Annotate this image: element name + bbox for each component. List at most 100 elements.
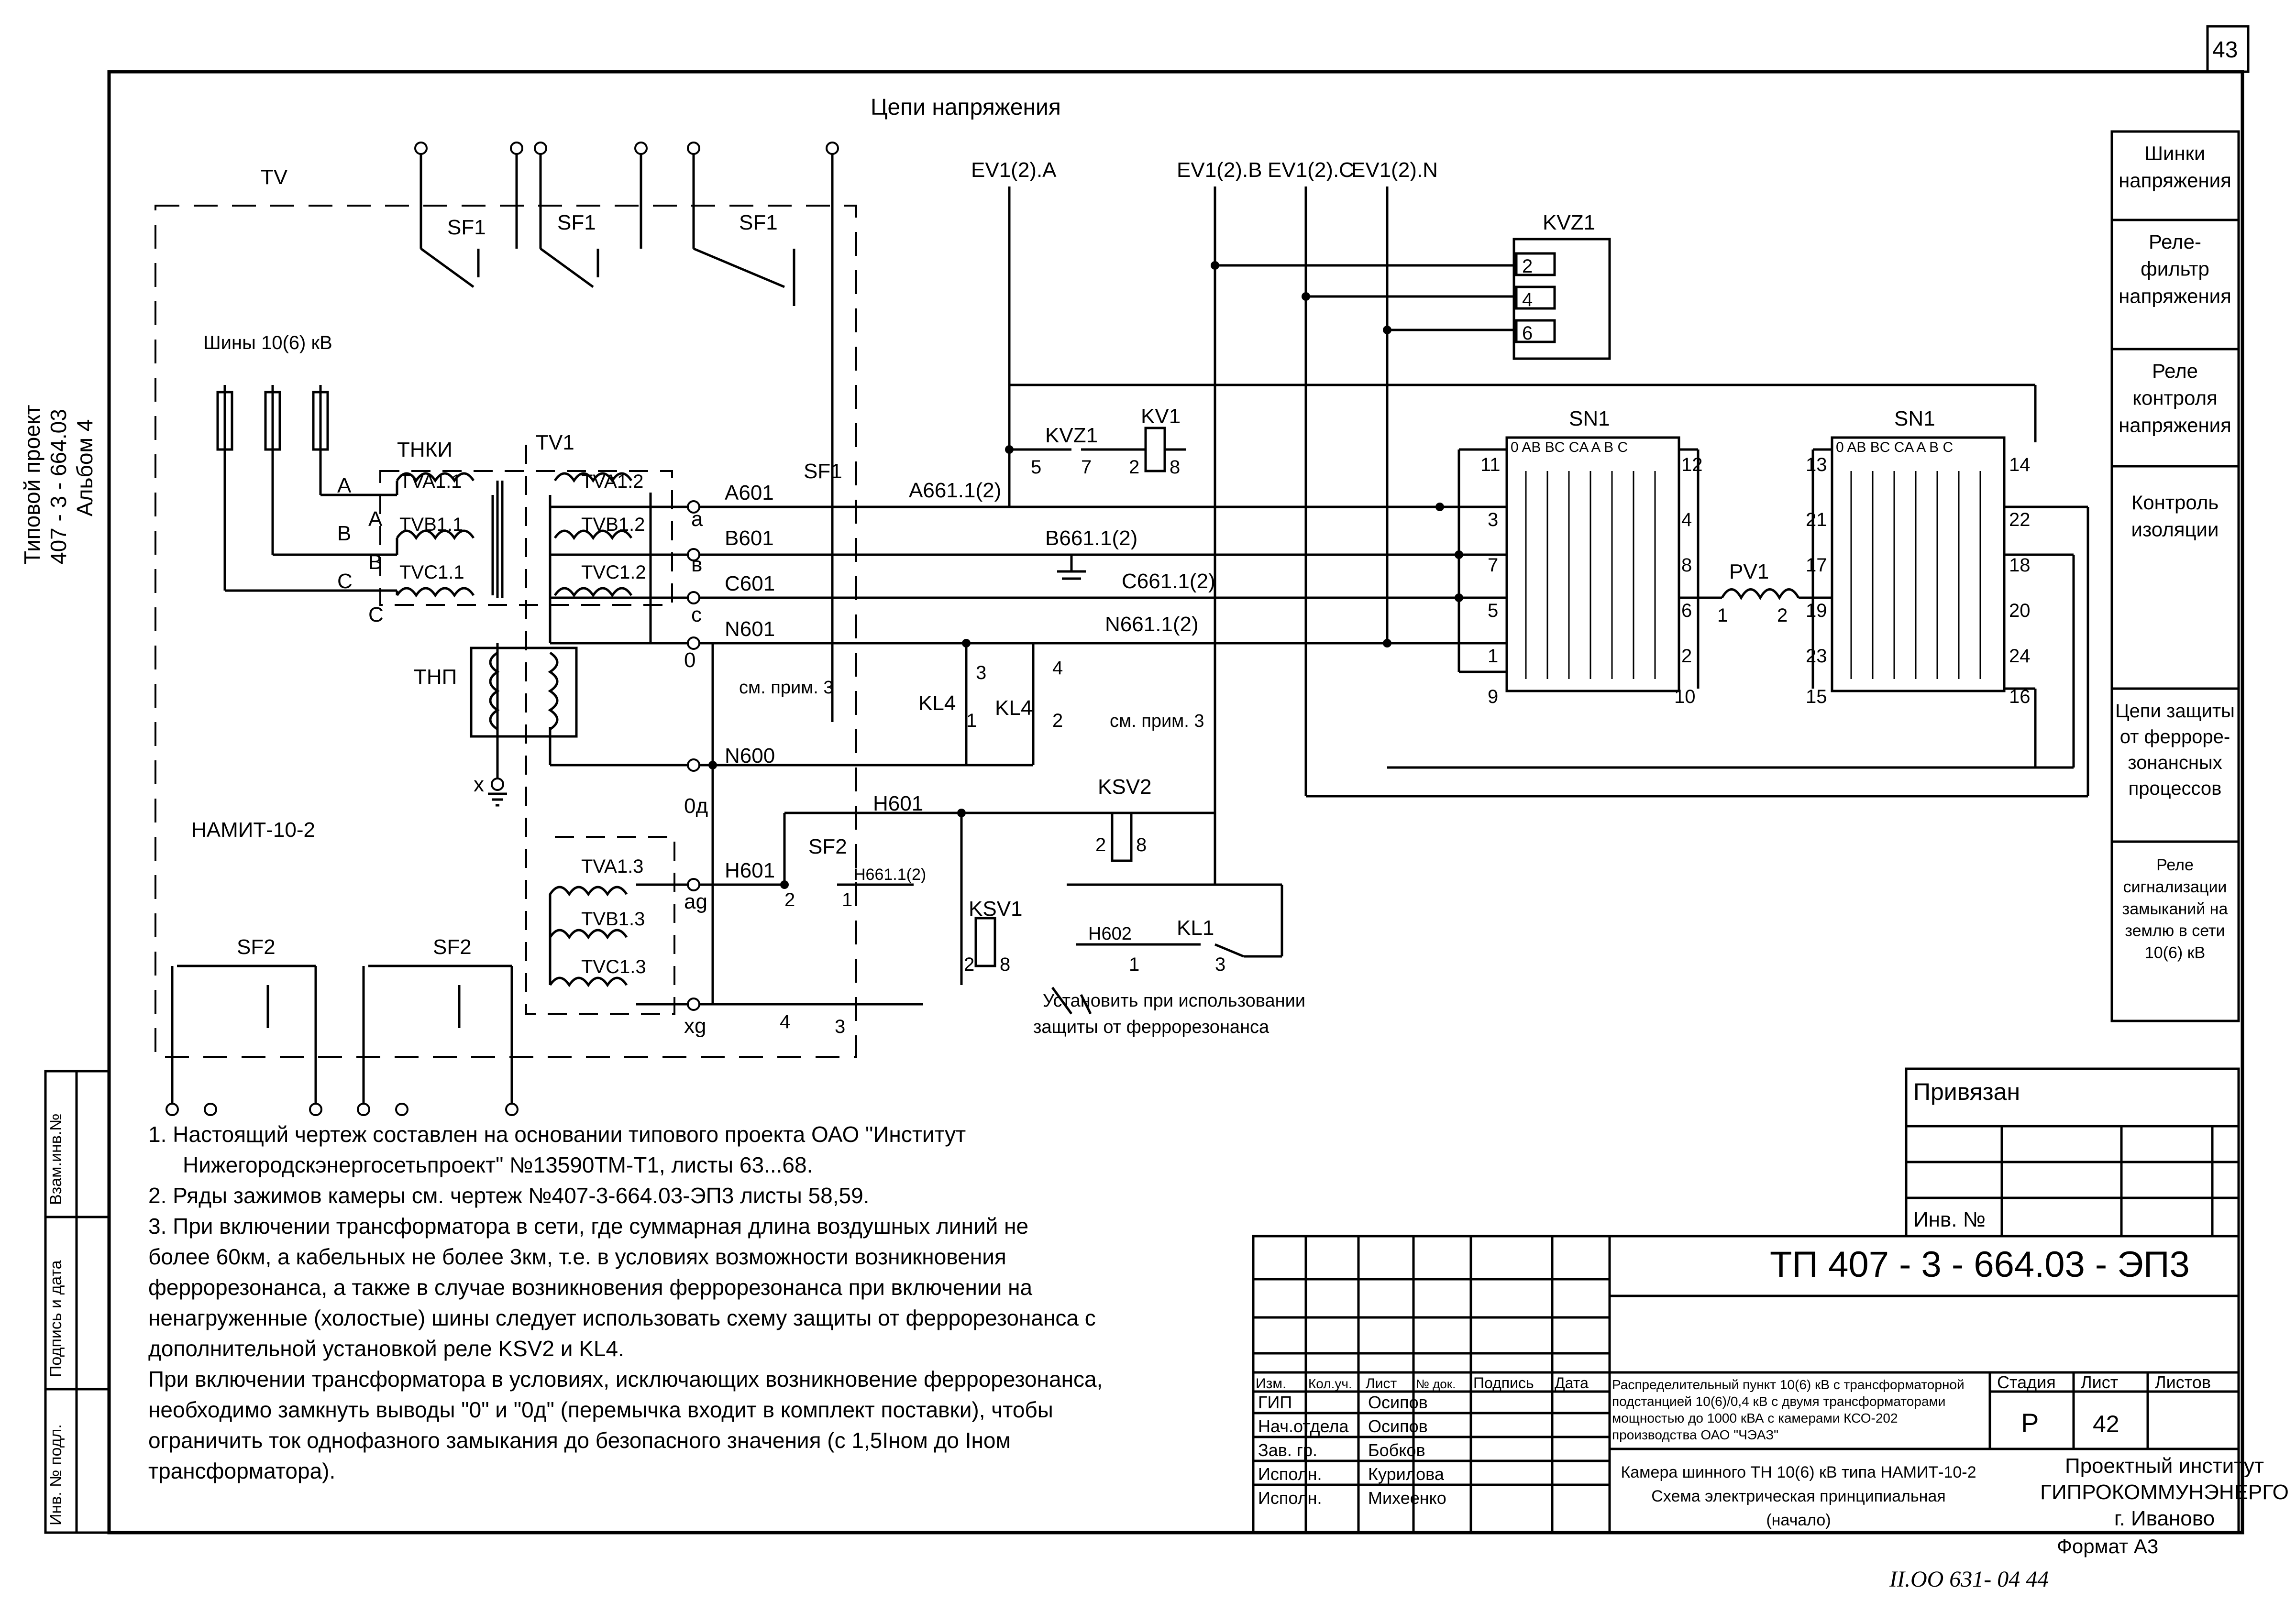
- stamp-h-data: Дата: [1555, 1374, 1589, 1392]
- label-tvb13: TVB1.3: [581, 909, 645, 930]
- label-ksv1: KSV1: [969, 897, 1023, 921]
- label-c2: C: [368, 603, 384, 626]
- kvz1-pin-2: 2: [1522, 256, 1533, 277]
- label-n601: N601: [725, 617, 775, 641]
- legend-line: от ферроре-: [2120, 726, 2230, 747]
- note-line: 2. Ряды зажимов камеры см. чертеж №407-3…: [148, 1183, 870, 1208]
- label-a601: A601: [725, 481, 774, 504]
- label-sn1-b: SN1: [1894, 407, 1935, 430]
- label-ag: ag: [684, 890, 707, 913]
- label-n600: N600: [725, 744, 775, 768]
- kvz1-pin-7: 7: [1081, 457, 1092, 478]
- drawing-frame: [107, 70, 2244, 1535]
- sn1a-pin-3: 3: [1488, 509, 1498, 530]
- stamp-stadia-h: Стадия: [1997, 1372, 2056, 1392]
- label-h601-b: H601: [725, 859, 775, 882]
- label-c-low: с: [691, 603, 702, 626]
- label-h602: H602: [1088, 924, 1132, 944]
- ksv1-pin-2: 2: [964, 954, 974, 975]
- legend-line: 10(6) кВ: [2145, 944, 2205, 962]
- stamp-title-2: Схема электрическая принципиальная: [1651, 1487, 1945, 1505]
- legend-line: Реле: [2152, 360, 2198, 382]
- label-kvz1-contact: KVZ1: [1045, 424, 1098, 447]
- label-thki: ТНКИ: [397, 438, 453, 461]
- label-ev1n: EV1(2).N: [1351, 158, 1438, 182]
- label-ev1b: EV1(2).B: [1177, 158, 1262, 182]
- label-a2: A: [368, 507, 383, 531]
- notes: 1. Настоящий чертеж составлен на основан…: [148, 1119, 1225, 1486]
- stamp-org-3: г. Иваново: [2114, 1507, 2215, 1530]
- legend-line: напряжения: [2119, 285, 2231, 307]
- note-line: трансформатора).: [148, 1458, 336, 1483]
- side-project-1: Типовой проект: [20, 405, 44, 564]
- stamp-desc-1: Распределительный пункт 10(6) кВ с транс…: [1612, 1377, 1965, 1392]
- legend-line: изоляции: [2131, 518, 2219, 541]
- stamp-stadia: Р: [2021, 1408, 2039, 1438]
- label-zero-d: 0д: [684, 794, 708, 818]
- sn1-header-a: 0 AB BC CA A B C: [1511, 439, 1628, 455]
- sn1b-pin-14: 14: [2009, 454, 2031, 475]
- label-c: C: [337, 570, 353, 593]
- stamp-list: 42: [2093, 1411, 2119, 1437]
- label-c6611: C661.1(2): [1122, 570, 1215, 593]
- label-sm-prim-b: см. прим. 3: [1110, 711, 1204, 731]
- label-b2: B: [368, 550, 382, 574]
- sn1b-pin-16: 16: [2009, 686, 2031, 707]
- stamp-name-5: Михеенко: [1368, 1488, 1446, 1508]
- side-project-3: Альбом 4: [72, 419, 97, 516]
- legend-line: замыканий на: [2122, 900, 2228, 918]
- stamp-role-3: Зав. гр.: [1258, 1440, 1317, 1460]
- note-line: ненагруженные (холостые) шины следует ис…: [148, 1305, 1096, 1330]
- sn1a-pin-7: 7: [1488, 555, 1498, 576]
- stamp-role-5: Исполн.: [1258, 1488, 1322, 1508]
- stamp-h-doc: № док.: [1416, 1377, 1456, 1391]
- sheet-number: 43: [2212, 37, 2238, 63]
- side-project-2: 407 - 3 - 664.03: [46, 409, 71, 564]
- note-line: 3. При включении трансформатора в сети, …: [148, 1214, 1029, 1239]
- label-a6611: A661.1(2): [909, 479, 1001, 502]
- sn1b-pin-20: 20: [2009, 600, 2031, 621]
- legend-line: сигнализации: [2123, 878, 2227, 896]
- label-kl4-a: KL4: [918, 691, 956, 715]
- stamp-desc-2: подстанцией 10(6)/0,4 кВ с двумя трансфо…: [1612, 1394, 1945, 1409]
- label-c601: C601: [725, 572, 775, 595]
- stamp-privyazan: Привязан: [1913, 1078, 2020, 1105]
- sn1a-pin-9: 9: [1488, 686, 1498, 707]
- legend-column: [2110, 130, 2240, 1022]
- sn1a-pin-4: 4: [1681, 509, 1692, 530]
- note-line: Нижегородскэнергосетьпроект" №13590ТМ-Т1…: [183, 1152, 813, 1177]
- sn1a-pin-5: 5: [1488, 600, 1498, 621]
- sn1a-pin-12: 12: [1681, 454, 1703, 475]
- stamp-h-list: Лист: [1366, 1376, 1397, 1392]
- label-tva12: TVA1.2: [581, 471, 643, 492]
- label-xg: xg: [684, 1014, 706, 1038]
- label-pv1: PV1: [1729, 560, 1769, 583]
- stamp-h-kol: Кол.уч.: [1308, 1376, 1352, 1391]
- label-h601-a: H601: [873, 792, 923, 815]
- kl4-pin-1: 1: [966, 710, 977, 731]
- sn1a-pin-2: 2: [1681, 646, 1692, 667]
- label-b6611: B661.1(2): [1045, 526, 1137, 550]
- stamp-inv: Инв. №: [1913, 1208, 1986, 1231]
- sn1b-pin-21: 21: [1806, 509, 1827, 530]
- diagram-title: Цепи напряжения: [871, 95, 1061, 120]
- sn1a-pin-11: 11: [1480, 454, 1501, 475]
- sn1b-pin-15: 15: [1806, 686, 1827, 707]
- stamp-title-1: Камера шинного ТН 10(6) кВ типа НАМИТ-10…: [1621, 1463, 1976, 1481]
- label-kv1: KV1: [1141, 405, 1181, 428]
- sn1b-pin-13: 13: [1806, 454, 1827, 475]
- pv1-pin-1: 1: [1717, 605, 1728, 626]
- kl4-pin-2: 2: [1052, 710, 1063, 731]
- legend-line: Контроль: [2131, 491, 2219, 514]
- legend-line: напряжения: [2119, 169, 2231, 192]
- sn1b-pin-18: 18: [2009, 555, 2031, 576]
- note-line: дополнительной установкой реле KSV2 и KL…: [148, 1336, 624, 1361]
- note-line: необходимо замкнуть выводы "0" и "0д" (п…: [148, 1397, 1053, 1422]
- stamp-code: ТП 407 - 3 - 664.03 - ЭП3: [1770, 1244, 2190, 1285]
- label-sf2-a: SF2: [808, 835, 847, 858]
- sf2-pin-1: 1: [842, 889, 852, 910]
- label-tvb12: TVB1.2: [581, 514, 645, 535]
- label-ev1c: EV1(2).C: [1268, 158, 1354, 182]
- label-namit: НАМИТ-10-2: [191, 818, 315, 842]
- kl1-pin-1: 1: [1129, 954, 1139, 975]
